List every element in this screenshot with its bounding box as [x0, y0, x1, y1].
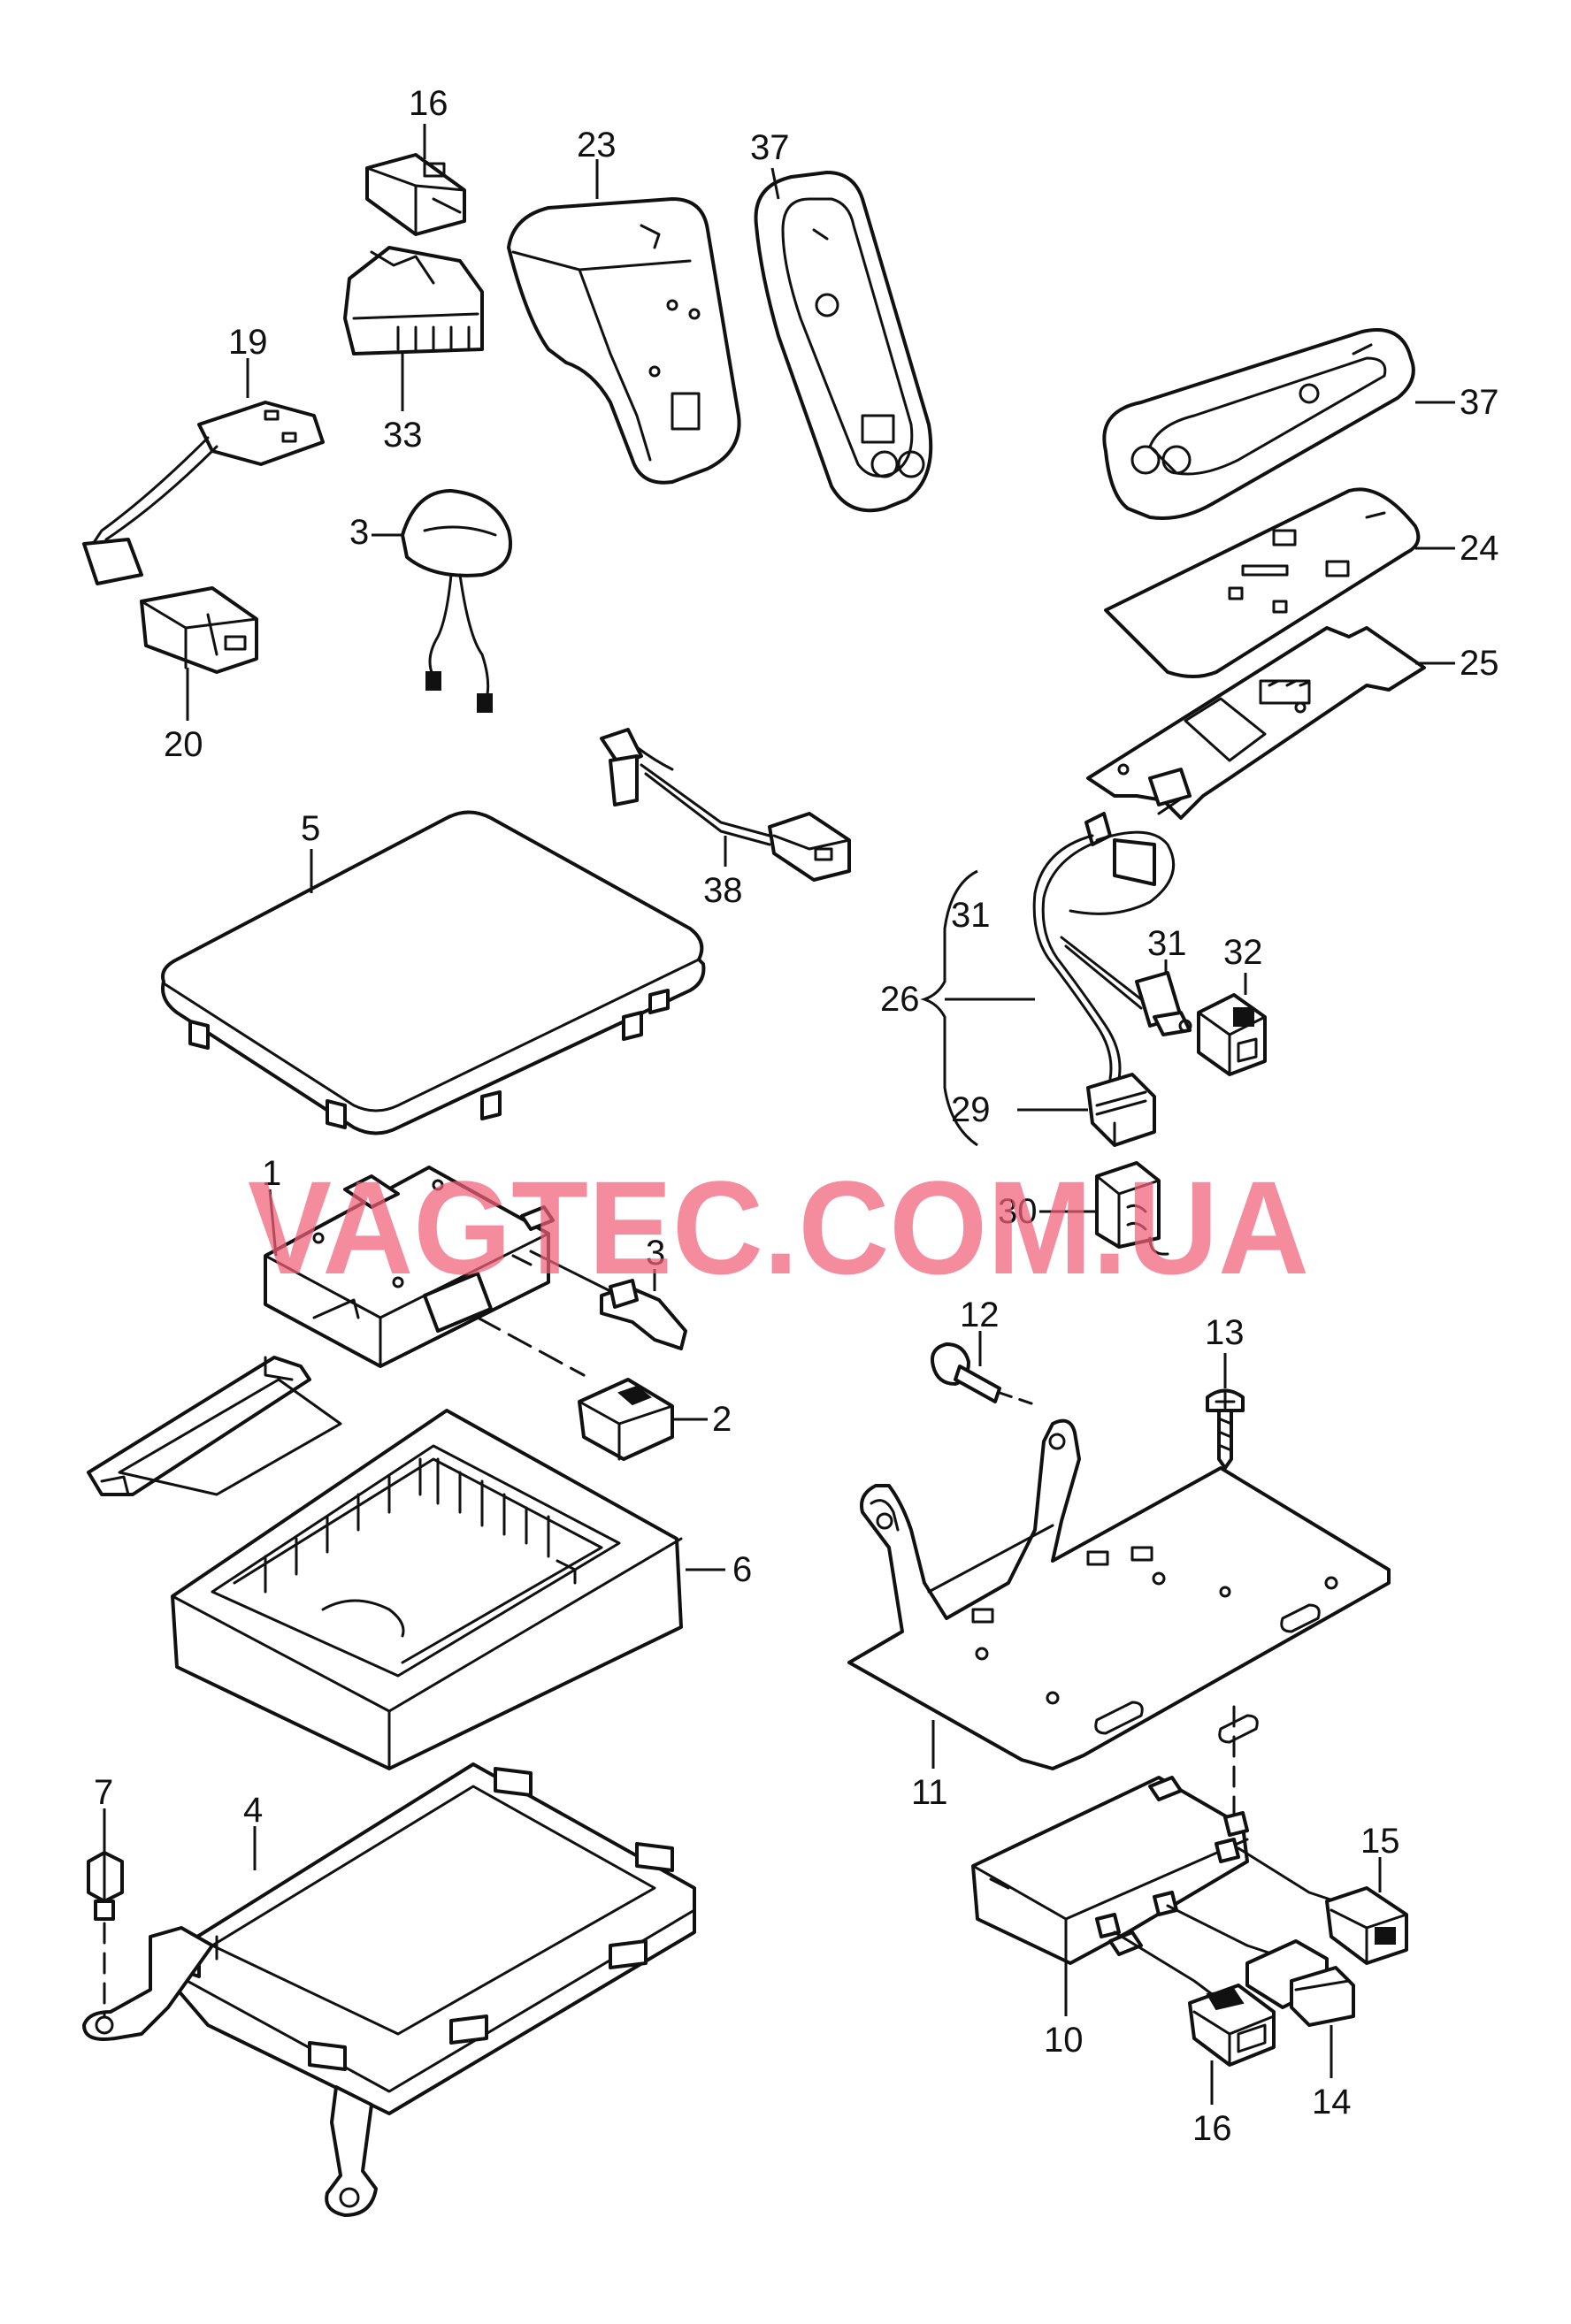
label-15: 15 [1360, 1822, 1400, 1861]
label-25: 25 [1460, 644, 1499, 683]
cable-16-lower [1113, 1930, 1214, 1996]
label-19: 19 [228, 323, 268, 362]
label-16-top: 16 [409, 84, 448, 123]
part-4-tray [82, 1762, 696, 2217]
part-16-connector-lower [1188, 1984, 1276, 2067]
label-31-right: 31 [1147, 924, 1187, 963]
part-37-cradle-horizontal [1102, 328, 1415, 520]
label-20: 20 [164, 725, 203, 764]
link-1-3 [529, 1250, 612, 1293]
part-12-screw [931, 1342, 1041, 1408]
label-3-antenna: 3 [349, 513, 369, 552]
label-29: 29 [951, 1090, 991, 1129]
label-7: 7 [94, 1773, 113, 1812]
label-37-top: 37 [750, 128, 790, 167]
cable-14 [1166, 1904, 1276, 1956]
part-29-connector [1086, 1073, 1156, 1147]
part-25-board [1086, 626, 1426, 820]
part-15-connector [1325, 1886, 1408, 1965]
label-33: 33 [383, 416, 423, 455]
part-33-connector [343, 246, 484, 355]
part-3-connector-lower [600, 1279, 687, 1350]
leader-2-dash [476, 1316, 586, 1377]
label-23: 23 [577, 126, 617, 164]
part-20-connector [140, 586, 258, 674]
label-12: 12 [960, 1296, 1000, 1334]
label-31-left: 31 [951, 896, 991, 935]
part-6-foam [87, 1356, 683, 1770]
label-6: 6 [732, 1550, 752, 1589]
label-32: 32 [1223, 933, 1263, 972]
label-16-lower: 16 [1192, 2109, 1232, 2148]
part-38-cable [600, 728, 851, 882]
bracket-26 [920, 869, 978, 1147]
part-26-harness [1032, 768, 1192, 1081]
part-32-connector [1197, 993, 1267, 1076]
label-10: 10 [1044, 2021, 1084, 2060]
part-19-cable [82, 401, 325, 585]
part-10-module [971, 1776, 1249, 1965]
label-5: 5 [301, 809, 320, 848]
watermark-text: VAGTEC.COM.UA [248, 1153, 1309, 1302]
part-37-cradle-vertical [754, 171, 933, 513]
label-13: 13 [1205, 1313, 1245, 1352]
part-7-bolt [87, 1851, 124, 2018]
part-23-holder [507, 197, 741, 485]
label-2: 2 [712, 1400, 732, 1439]
part-24-plate [1104, 487, 1421, 678]
part-5-cover [161, 810, 706, 1135]
part-labels: 16 23 37 19 33 37 3 24 25 20 5 38 31 31 … [94, 84, 1499, 2148]
part-2-connector [578, 1378, 674, 1461]
label-38: 38 [703, 871, 743, 910]
leader-1 [268, 1189, 278, 1257]
cable-15 [1237, 1846, 1337, 1903]
label-11: 11 [911, 1773, 948, 1812]
label-30: 30 [998, 1192, 1038, 1231]
part-14-connector [1245, 1939, 1355, 2027]
part-16-connector-top [365, 153, 466, 236]
label-3-lower: 3 [646, 1234, 665, 1273]
label-1: 1 [262, 1154, 281, 1193]
leader-37-vertical [770, 167, 780, 200]
part-30-connector [1095, 1161, 1169, 1256]
label-4: 4 [243, 1791, 263, 1830]
part-11-bracket [847, 1418, 1391, 1770]
label-37-right: 37 [1460, 383, 1499, 422]
label-14: 14 [1312, 2083, 1352, 2121]
label-26: 26 [880, 980, 920, 1019]
part-3-antenna [401, 489, 512, 713]
label-24: 24 [1460, 529, 1499, 568]
